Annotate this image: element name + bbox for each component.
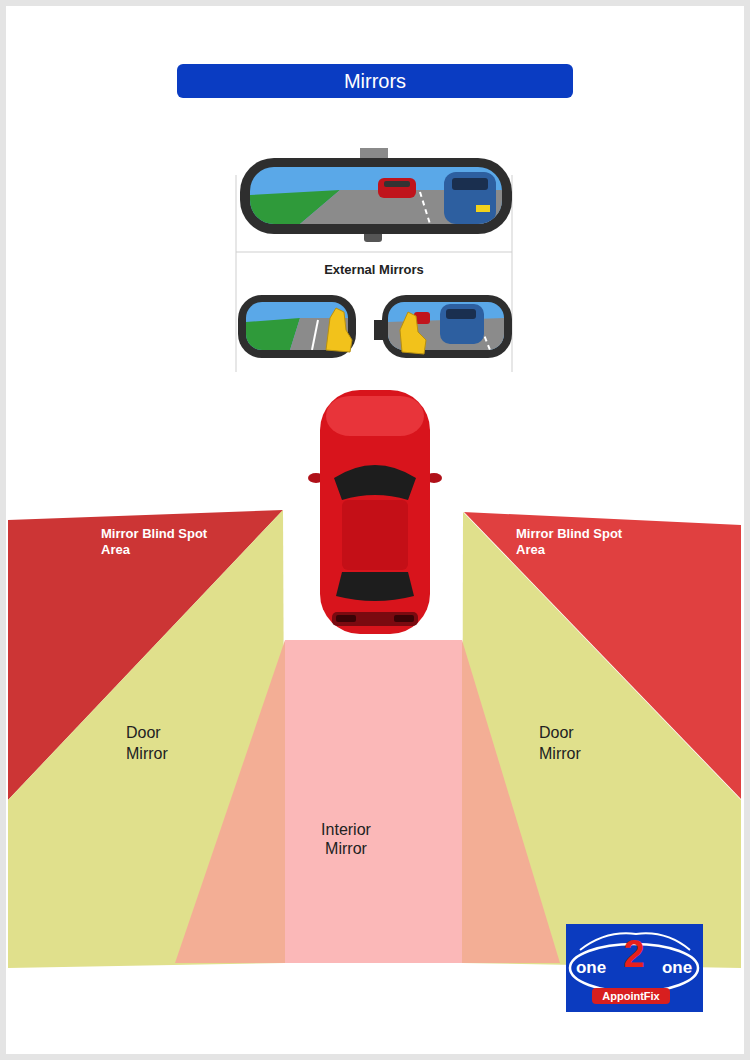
logo-text: AppointFix [592, 988, 670, 1004]
right-door-mirror-picture [374, 295, 512, 358]
region-label: Interior Mirror [300, 820, 392, 858]
title-text: Mirrors [177, 64, 573, 98]
region-fill [175, 640, 560, 963]
logo-text: one [656, 958, 698, 978]
car-top-view [308, 390, 442, 634]
interior-mirror-region: Interior Mirror [175, 638, 563, 965]
region-label: Door Mirror [126, 722, 196, 764]
left-door-mirror-picture [238, 295, 356, 358]
logo-badge: one 2 oneAppointFix [566, 924, 703, 1012]
region-fill [285, 640, 462, 963]
region-shape [175, 638, 563, 965]
panel-label: External Mirrors [236, 262, 512, 278]
interior-mirror-picture [240, 148, 512, 242]
logo-text: one [570, 958, 612, 978]
region-label: Mirror Blind Spot Area [101, 526, 211, 558]
region-label: Mirror Blind Spot Area [516, 526, 626, 558]
logo-text: 2 [618, 933, 650, 975]
region-label: Door Mirror [539, 722, 609, 764]
